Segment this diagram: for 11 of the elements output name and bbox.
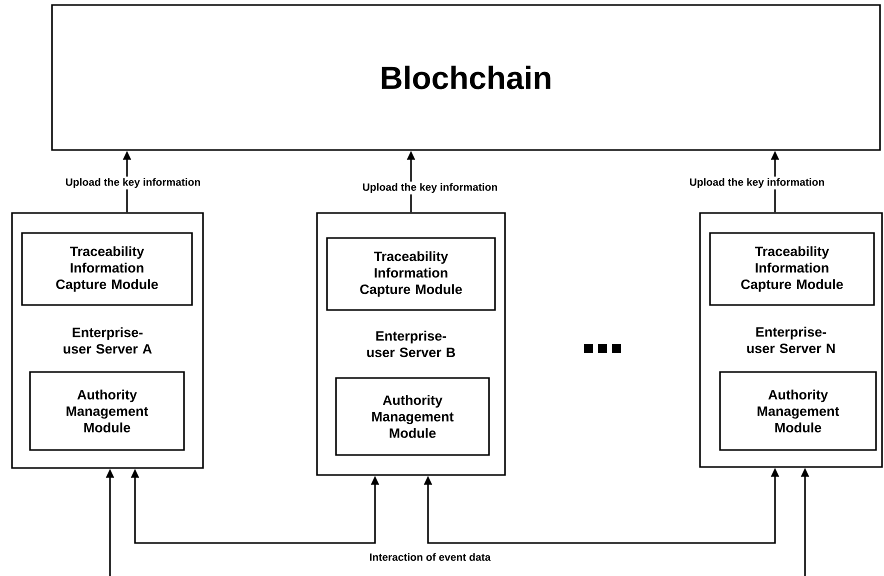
module-box: Authority Management Module xyxy=(29,371,185,451)
edge-label: Upload the key information xyxy=(360,182,500,194)
module-box: Traceability Information Capture Module xyxy=(326,237,496,311)
module-box: Traceability Information Capture Module xyxy=(21,232,193,306)
edge-label: Upload the key information xyxy=(688,176,826,190)
edge-label: Upload the key information xyxy=(64,176,202,190)
module-box: Traceability Information Capture Module xyxy=(709,232,875,306)
module-box: Authority Management Module xyxy=(719,371,877,451)
blockchain-box: Blochchain xyxy=(51,4,881,151)
annotation-text: Interaction of event data xyxy=(370,553,491,561)
module-box: Authority Management Module xyxy=(335,377,490,456)
